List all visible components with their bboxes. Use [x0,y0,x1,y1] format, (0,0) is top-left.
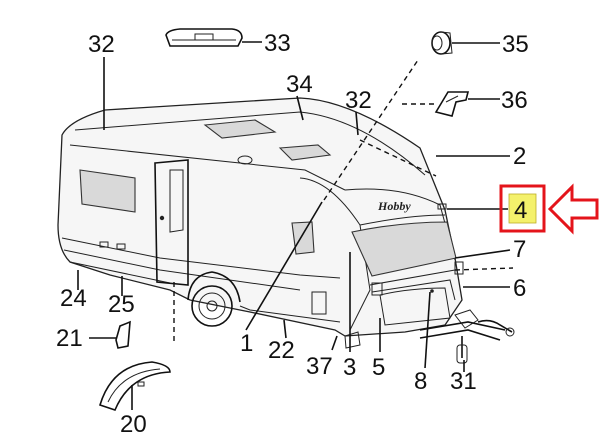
pointer-arrow [547,183,599,235]
callout-32-right: 32 [345,87,372,114]
roof-unit-33 [165,28,262,47]
callout-4: 4 [514,197,527,224]
cap-part-35 [431,31,500,55]
callout-21: 21 [56,325,83,352]
callout-20: 20 [120,411,147,438]
callout-24: 24 [60,285,87,312]
callout-labels: 32 33 34 35 32 36 2 4 7 6 24 25 21 1 22 … [56,30,529,438]
callout-3: 3 [343,354,356,381]
callout-33: 33 [264,30,291,57]
callout-22: 22 [268,337,295,364]
highlight-callout-4 [499,184,546,233]
callout-35: 35 [502,31,529,58]
callout-31: 31 [450,368,477,395]
callout-2: 2 [513,143,526,170]
mudguard-part-20 [99,361,171,411]
callout-36: 36 [501,87,528,114]
callout-7: 7 [513,236,526,263]
wheel-assembly [187,271,515,364]
callout-8: 8 [414,368,427,395]
callout-34: 34 [286,71,313,98]
callout-1: 1 [240,330,253,357]
callout-6: 6 [513,275,526,302]
brand-logo: Hobby [377,199,411,213]
leader-lines [77,57,511,372]
bracket-part-36 [434,91,500,117]
callout-37: 37 [306,353,333,380]
dashed-leader-lines [173,59,514,345]
clip-part-21 [89,320,131,349]
callout-32-left: 32 [88,31,115,58]
caravan-body: Hobby [57,97,464,337]
callout-5: 5 [372,354,385,381]
callout-25: 25 [108,291,135,318]
